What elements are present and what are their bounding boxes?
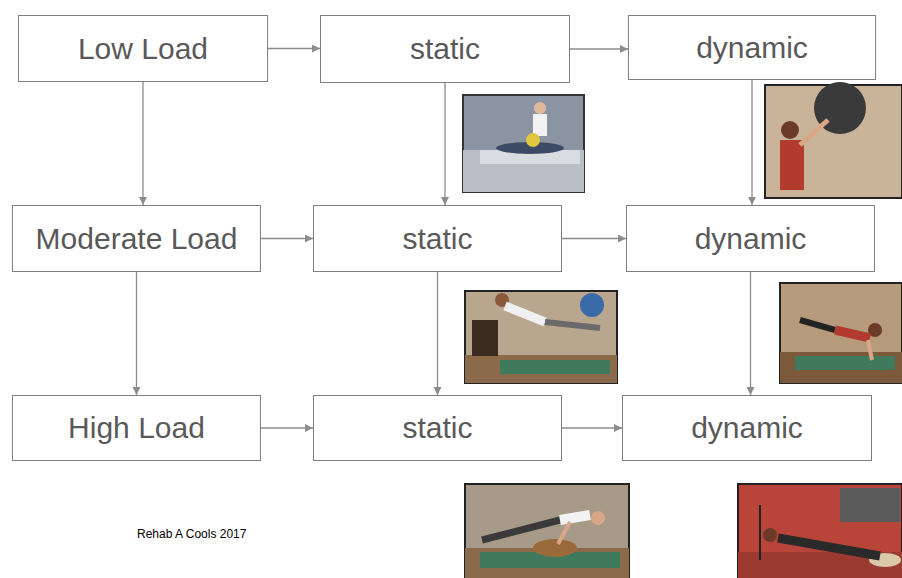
arrow-connector xyxy=(268,48,320,49)
arrow-connector xyxy=(570,48,628,49)
exercise-photo xyxy=(765,82,902,198)
arrow-connector xyxy=(444,83,445,205)
process-box: dynamic xyxy=(628,15,876,80)
box-label: High Load xyxy=(68,411,205,445)
arrow-connector xyxy=(562,238,626,239)
arrow-connector xyxy=(261,427,313,428)
arrow-connector xyxy=(750,272,751,395)
box-label: dynamic xyxy=(691,411,803,445)
box-label: dynamic xyxy=(695,222,807,256)
box-label: Low Load xyxy=(78,32,208,66)
process-box: Moderate Load xyxy=(12,205,261,272)
box-label: static xyxy=(402,222,472,256)
process-box: static xyxy=(313,205,562,272)
arrow-connector xyxy=(261,238,313,239)
exercise-photo xyxy=(465,484,629,578)
arrow-connector xyxy=(142,82,143,205)
exercise-photo xyxy=(463,95,584,192)
process-box: dynamic xyxy=(626,205,875,272)
exercise-photo xyxy=(465,291,617,383)
box-label: static xyxy=(410,32,480,66)
process-box: static xyxy=(320,15,570,83)
exercise-photo xyxy=(780,283,902,383)
arrow-connector xyxy=(751,80,752,205)
arrow-connector xyxy=(437,272,438,395)
arrow-connector xyxy=(136,272,137,395)
process-box: dynamic xyxy=(622,395,872,461)
exercise-photo xyxy=(738,484,902,578)
process-box: static xyxy=(313,395,562,461)
credit-note: Rehab A Cools 2017 xyxy=(137,527,246,541)
box-label: dynamic xyxy=(696,31,808,65)
box-label: static xyxy=(402,411,472,445)
process-box: Low Load xyxy=(18,15,268,82)
arrow-connector xyxy=(562,427,622,428)
process-box: High Load xyxy=(12,395,261,461)
box-label: Moderate Load xyxy=(36,222,238,256)
